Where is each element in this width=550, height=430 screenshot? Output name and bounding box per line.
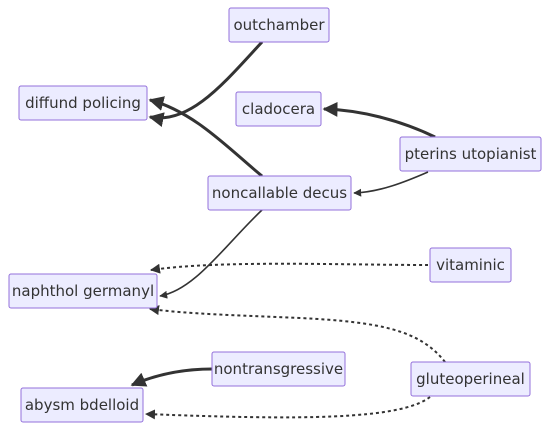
node-pterins-utopianist: pterins utopianist: [399, 136, 542, 172]
node-box: [20, 387, 144, 423]
node-outchamber: outchamber: [228, 7, 330, 43]
node-box: [18, 85, 148, 121]
node-label: vitaminic: [436, 256, 505, 274]
node-label: diffund policing: [25, 94, 141, 112]
node-nontransgressive: nontransgressive: [211, 351, 346, 387]
node-box: [8, 273, 158, 309]
node-box: [399, 136, 542, 172]
node-cladocera: cladocera: [235, 91, 322, 127]
node-box: [207, 175, 352, 211]
node-gluteoperineal: gluteoperineal: [410, 361, 531, 397]
edges-layer: [130, 40, 446, 420]
node-box: [235, 91, 322, 127]
node-label: gluteoperineal: [416, 370, 525, 388]
node-box: [410, 361, 531, 397]
node-abysm-bdelloid: abysm bdelloid: [20, 387, 144, 423]
edge-pterins-utopianist-to-noncallable-decus: [353, 171, 429, 197]
node-naphthol-germanyl: naphthol germanyl: [8, 273, 158, 309]
node-box: [429, 247, 512, 283]
edge-outchamber-to-diffund-policing: [148, 40, 264, 127]
edge-pterins-utopianist-to-cladocera: [322, 101, 436, 139]
node-label: pterins utopianist: [405, 145, 537, 163]
nodes-layer: outchamber diffund policing cladocera pteri…: [8, 7, 542, 423]
node-box: [228, 7, 330, 43]
node-diffund-policing: diffund policing: [18, 85, 148, 121]
node-box: [211, 351, 346, 387]
edge-nontransgressive-to-abysm-bdelloid: [130, 367, 213, 387]
node-noncallable-decus: noncallable decus: [207, 175, 352, 211]
edge-gluteoperineal-to-abysm-bdelloid: [145, 396, 431, 420]
node-vitaminic: vitaminic: [429, 247, 512, 283]
edge-vitaminic-to-naphthol-germanyl: [150, 262, 429, 274]
node-label: noncallable decus: [212, 184, 347, 202]
edge-noncallable-decus-to-naphthol-germanyl: [159, 209, 263, 299]
node-label: outchamber: [233, 16, 325, 34]
node-label: abysm bdelloid: [25, 396, 139, 414]
edge-noncallable-decus-to-diffund-policing: [148, 96, 263, 178]
node-label: nontransgressive: [214, 360, 343, 378]
node-label: naphthol germanyl: [12, 282, 154, 300]
node-label: cladocera: [242, 100, 315, 118]
edge-gluteoperineal-to-naphthol-germanyl: [149, 305, 446, 363]
